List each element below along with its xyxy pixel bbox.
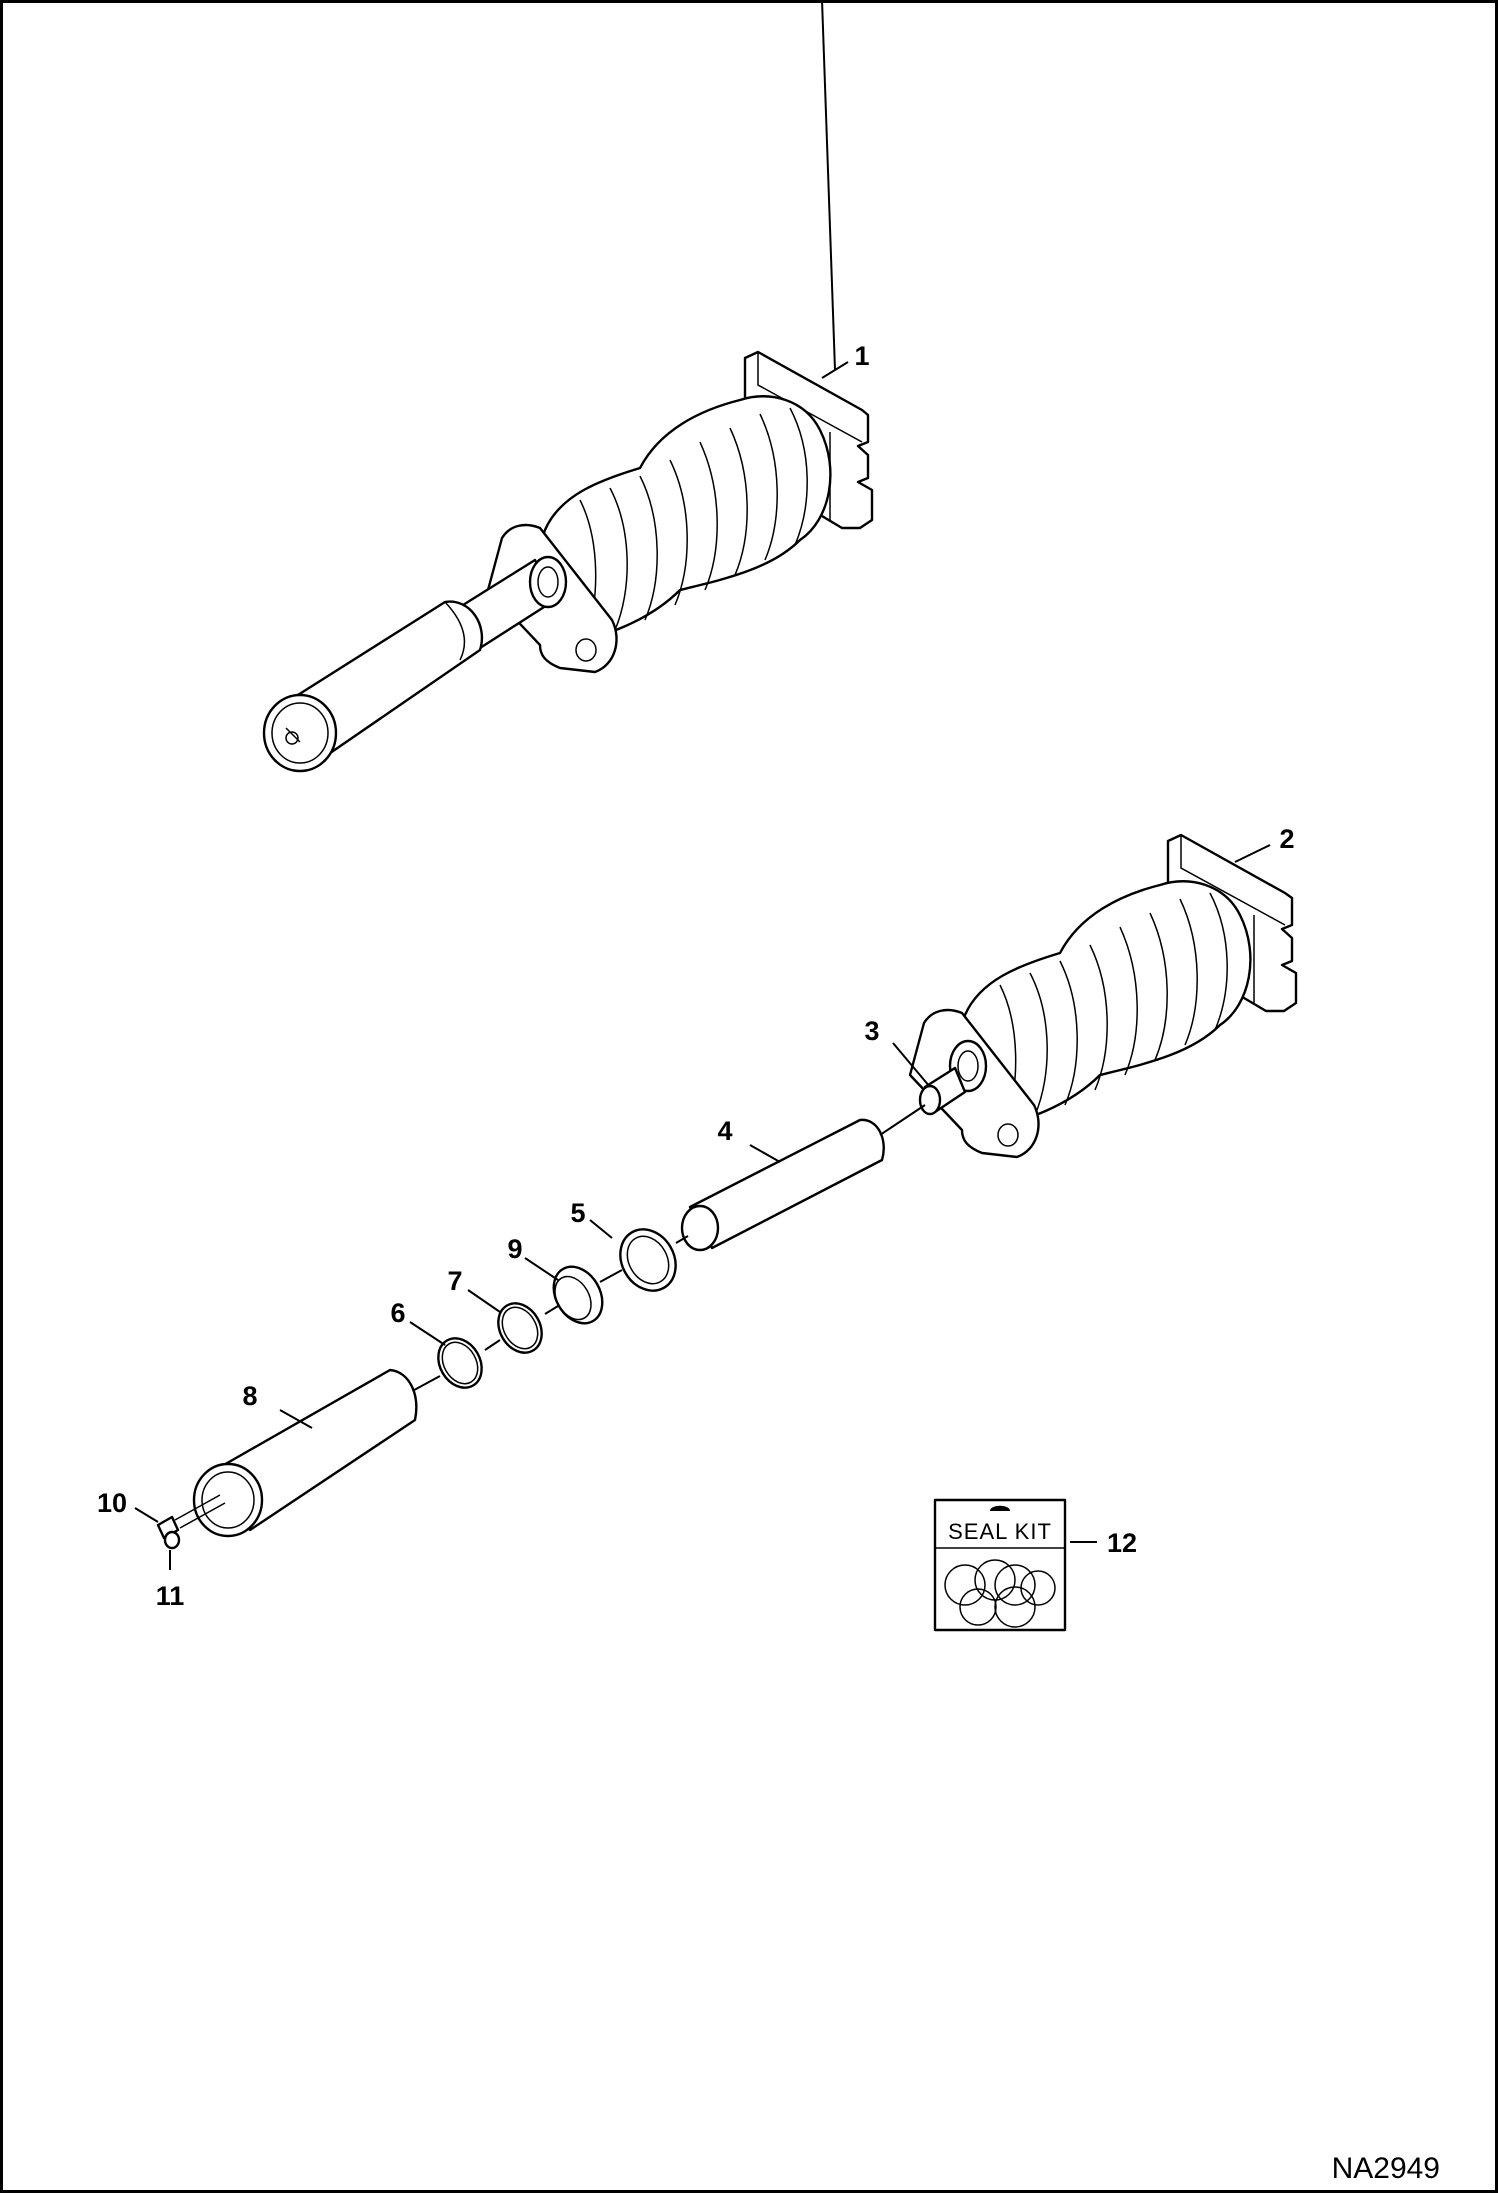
- callout-6: 6: [390, 1298, 405, 1328]
- recoil-spring-assembly-1: [262, 350, 874, 773]
- callout-5: 5: [570, 1198, 585, 1228]
- part-11-valve: [163, 1530, 181, 1550]
- figure-id: NA2949: [1332, 2152, 1440, 2185]
- part-6-backup-ring: [437, 1337, 483, 1389]
- part-9-wear-ring: [552, 1265, 604, 1325]
- callout-1: 1: [854, 341, 869, 371]
- callout-2: 2: [1279, 824, 1294, 854]
- callout-7: 7: [447, 1266, 462, 1296]
- callout-8: 8: [242, 1381, 257, 1411]
- callout-4: 4: [717, 1116, 732, 1146]
- part-8-cylinder: [174, 1368, 418, 1538]
- callout-11: 11: [156, 1581, 185, 1611]
- callout-10: 10: [97, 1488, 127, 1518]
- part-4-rod-tube: [680, 1104, 926, 1252]
- leader-lines: [134, 0, 1271, 1570]
- part-12-seal-kit: SEAL KIT: [933, 1498, 1067, 1632]
- part-7-o-ring: [497, 1302, 543, 1354]
- callout-9: 9: [507, 1234, 522, 1264]
- part-5-rod-seal: [619, 1228, 677, 1292]
- callout-3: 3: [864, 1016, 879, 1046]
- callout-12: 12: [1107, 1528, 1137, 1558]
- recoil-spring-assembly-2: [908, 833, 1298, 1159]
- seal-kit-label: SEAL KIT: [948, 1519, 1052, 1544]
- callouts: 1 2 3 4 5 6 7 8 9 10 11 12: [97, 341, 1295, 1611]
- assembly-axis-line: [404, 1235, 689, 1396]
